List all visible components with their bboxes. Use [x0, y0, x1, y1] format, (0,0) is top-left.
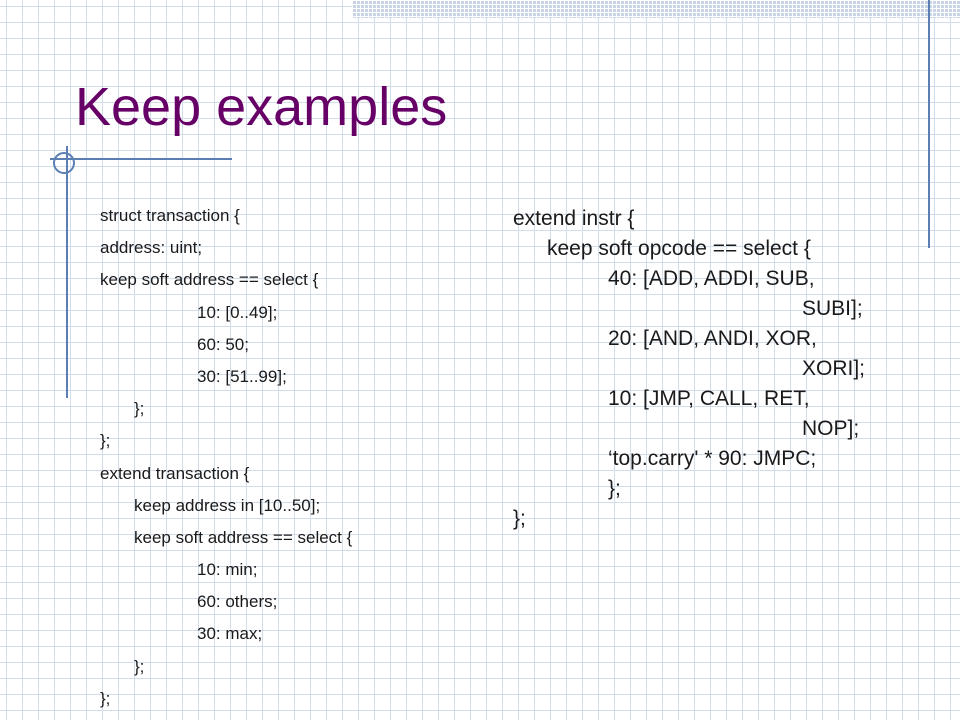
code-line-right: 10: [JMP, CALL, RET, [608, 387, 810, 410]
code-line-left: 60: others; [197, 592, 278, 612]
left-code-block: struct transaction { address: uint; keep s… [100, 200, 352, 715]
code-line-left: address: uint; [100, 238, 203, 258]
decorative-vertical-line-left [66, 146, 68, 398]
code-line-left: 60: 50; [197, 334, 249, 354]
code-line-left: keep address in [10..50]; [134, 495, 321, 515]
right-code-block: extend instr { keep soft opcode == select… [513, 204, 865, 534]
code-line-left: }; [100, 688, 111, 708]
slide-title: Keep examples [75, 77, 448, 137]
code-line-left: keep soft address == select { [134, 527, 353, 547]
code-line-right: ‘top.carry' * 90: JMPC; [608, 447, 817, 470]
code-line-left: }; [134, 399, 145, 419]
code-line-right: extend instr { [513, 207, 635, 230]
title-underline [50, 158, 232, 160]
code-line-left: 30: [51..99]; [197, 366, 287, 386]
code-line-left: struct transaction { [100, 206, 240, 225]
code-line-right: NOP]; [802, 417, 860, 440]
code-line-right: 20: [AND, ANDI, XOR, [608, 327, 817, 350]
code-line-left: }; [100, 431, 111, 451]
code-line-right: 40: [ADD, ADDI, SUB, [608, 267, 815, 290]
decorative-vertical-line-right [928, 0, 930, 248]
code-line-right: keep soft opcode == select { [547, 237, 811, 260]
code-line-right: }; [513, 507, 526, 530]
code-line-right: }; [608, 477, 621, 500]
code-line-left: keep soft address == select { [100, 270, 319, 290]
code-line-left: }; [134, 656, 145, 676]
code-line-left: 30: max; [197, 624, 263, 644]
code-line-right: SUBI]; [802, 297, 863, 320]
decorative-top-band [352, 0, 960, 18]
code-line-left: 10: min; [197, 560, 258, 580]
code-line-left: 10: [0..49]; [197, 302, 278, 322]
decorative-circle-mark [53, 152, 75, 174]
code-line-left: extend transaction { [100, 463, 250, 483]
code-line-right: XORI]; [802, 357, 866, 380]
